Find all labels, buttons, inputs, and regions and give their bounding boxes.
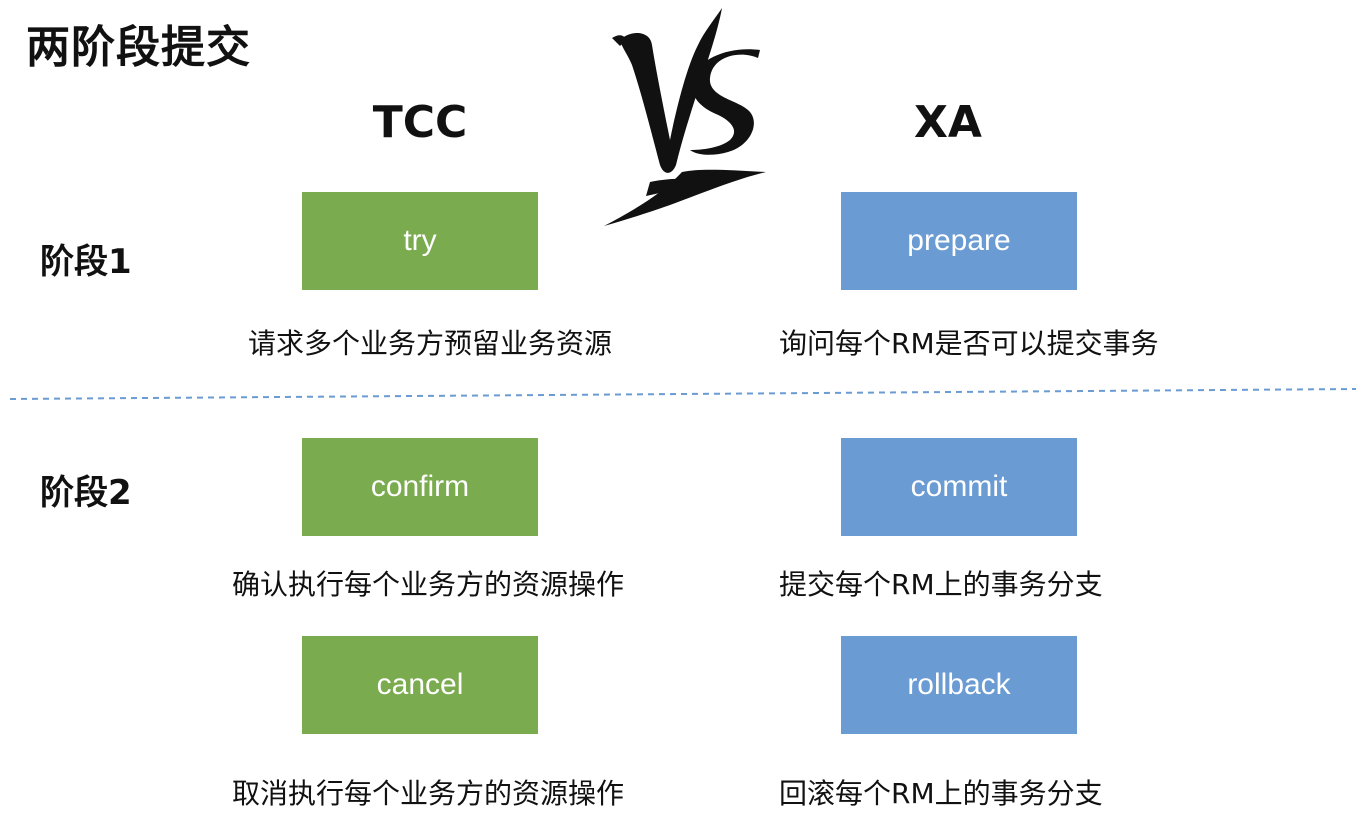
page-title: 两阶段提交 [26, 22, 251, 73]
tcc-cancel-description: 取消执行每个业务方的资源操作 [232, 777, 625, 810]
xa-rollback-box: rollback [841, 636, 1077, 734]
vs-logo-v-splash [612, 35, 626, 46]
xa-commit-label: commit [910, 470, 1008, 503]
xa-prepare-description: 询问每个RM是否可以提交事务 [779, 327, 1159, 360]
tcc-cancel-label: cancel [376, 668, 464, 701]
tcc-cancel-box: cancel [302, 636, 538, 734]
xa-rollback-label: rollback [907, 668, 1011, 701]
tcc-try-label: try [403, 224, 437, 257]
vs-logo-icon [604, 8, 766, 226]
tcc-confirm-box: confirm [302, 438, 538, 536]
phase-2-label: 阶段2 [40, 473, 132, 513]
xa-commit-description: 提交每个RM上的事务分支 [779, 568, 1103, 601]
xa-rollback-description: 回滚每个RM上的事务分支 [779, 777, 1103, 810]
xa-commit-box: commit [841, 438, 1077, 536]
tcc-confirm-description: 确认执行每个业务方的资源操作 [232, 568, 625, 601]
phase-divider [10, 388, 1356, 400]
column-header-tcc: TCC [372, 97, 468, 148]
tcc-confirm-label: confirm [370, 470, 470, 503]
tcc-try-description: 请求多个业务方预留业务资源 [248, 327, 613, 360]
vs-logo-flick-2 [646, 178, 708, 196]
column-header-xa: XA [914, 97, 982, 148]
tcc-try-box: try [302, 192, 538, 290]
xa-prepare-label: prepare [907, 224, 1011, 257]
xa-prepare-box: prepare [841, 192, 1077, 290]
phase-1-label: 阶段1 [40, 242, 132, 282]
vs-logo-v-stroke [620, 8, 722, 173]
vs-logo-s-stroke [690, 49, 760, 155]
vs-logo-flick [604, 169, 766, 226]
